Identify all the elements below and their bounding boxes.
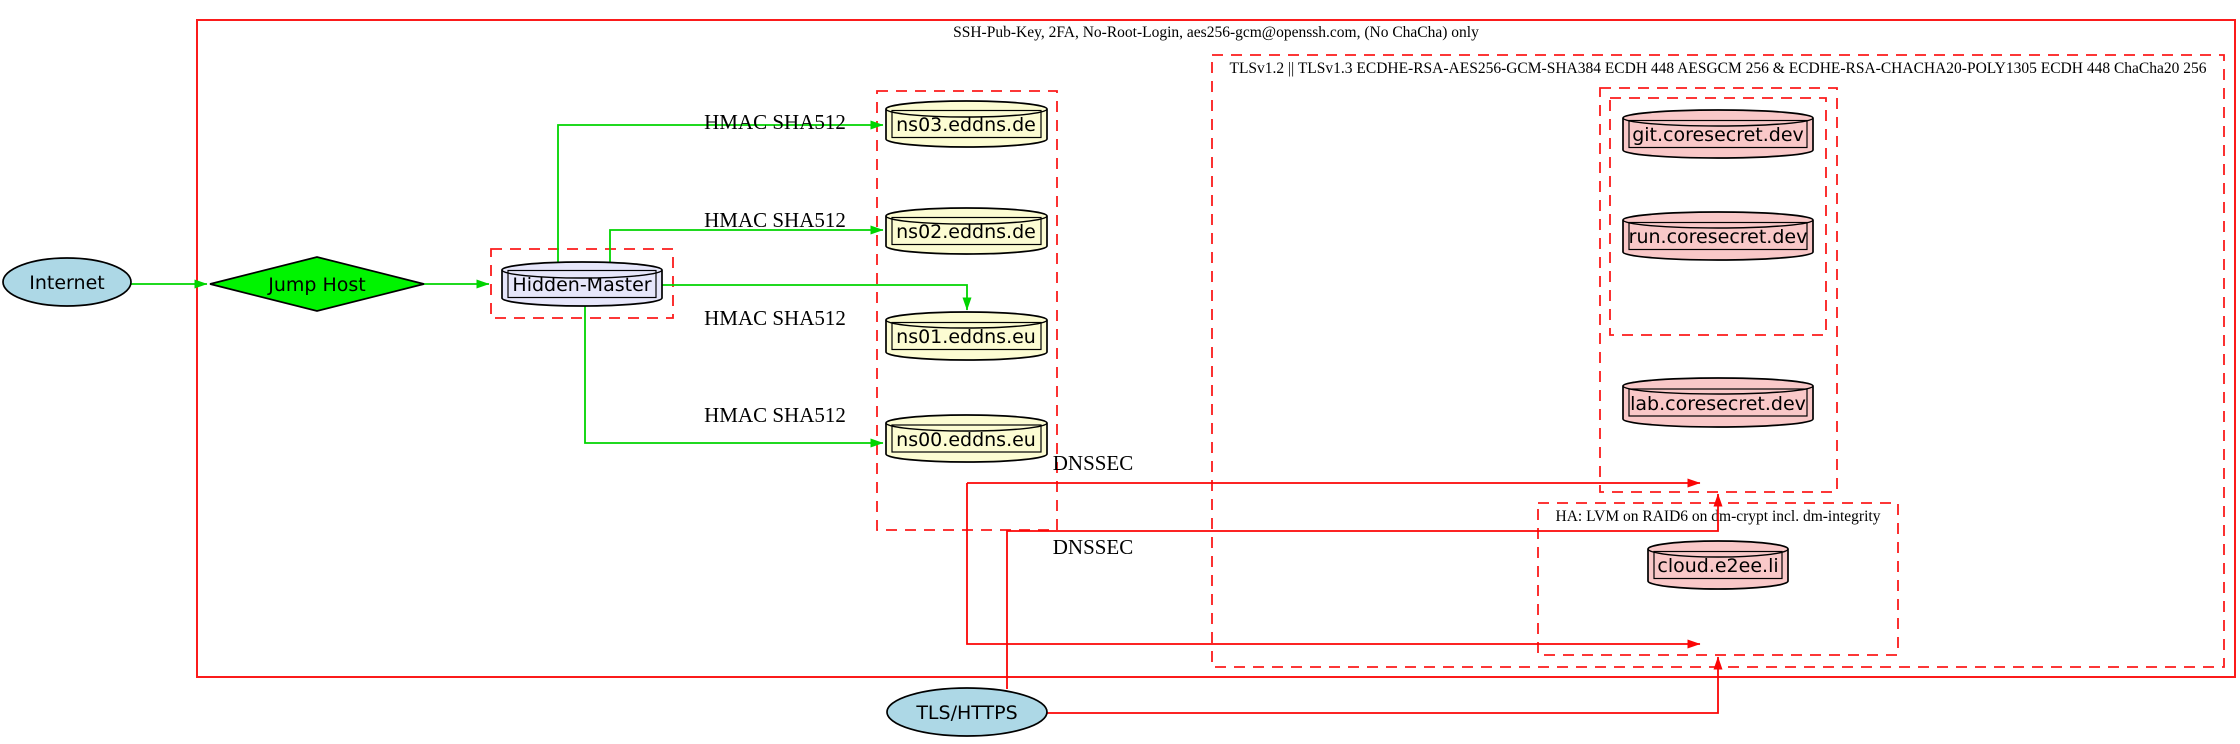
node-cloud-label: cloud.e2ee.li xyxy=(1657,555,1778,577)
hmac-label-ns01: HMAC SHA512 xyxy=(704,306,846,330)
node-tls-https-label: TLS/HTTPS xyxy=(915,702,1017,724)
ssh-cluster-box xyxy=(196,19,2236,678)
hidden-master-cluster-box xyxy=(490,248,674,319)
edge-dnssec-ha xyxy=(966,483,1701,649)
hmac-label-ns03: HMAC SHA512 xyxy=(704,110,846,134)
node-ns01: ns01.eddns.eu xyxy=(885,311,1048,361)
node-tls-https xyxy=(886,687,1048,737)
edge-hiddenmaster-ns03 xyxy=(557,120,884,264)
edge-hiddenmaster-ns02 xyxy=(609,225,884,264)
node-jump-host xyxy=(209,256,425,312)
node-run: run.coresecret.dev xyxy=(1622,211,1814,261)
coresecret-cluster-box xyxy=(1599,87,1838,493)
hmac-label-ns02: HMAC SHA512 xyxy=(704,208,846,232)
node-internet xyxy=(2,257,132,307)
dnssec-label-lower: DNSSEC xyxy=(1053,535,1134,559)
tls-cluster-label: TLSv1.2 || TLSv1.3 ECDHE-RSA-AES256-GCM-… xyxy=(1229,60,2206,77)
node-lab-label: lab.coresecret.dev xyxy=(1630,393,1806,415)
node-hidden-master-label: Hidden-Master xyxy=(512,274,651,296)
node-git: git.coresecret.dev xyxy=(1622,109,1814,159)
hmac-label-ns00: HMAC SHA512 xyxy=(704,403,846,427)
node-ns00-label: ns00.eddns.eu xyxy=(896,429,1036,451)
edge-hiddenmaster-ns01 xyxy=(662,284,972,311)
node-ns02-label: ns02.eddns.de xyxy=(896,221,1036,243)
edge-tls-coresecret xyxy=(1006,493,1723,689)
dnssec-label-upper: DNSSEC xyxy=(1053,451,1134,475)
node-lab: lab.coresecret.dev xyxy=(1622,377,1814,428)
node-jump-host-label: Jump Host xyxy=(267,274,366,296)
node-ns03-label: ns03.eddns.de xyxy=(896,114,1036,136)
edge-hiddenmaster-ns00 xyxy=(584,306,884,448)
dns-cluster-box xyxy=(876,90,1058,531)
ssh-cluster-label: SSH-Pub-Key, 2FA, No-Root-Login, aes256-… xyxy=(953,24,1479,41)
gitrun-cluster-box xyxy=(1609,97,1827,336)
node-ns03: ns03.eddns.de xyxy=(885,100,1048,148)
node-ns02: ns02.eddns.de xyxy=(885,207,1048,255)
node-ns00: ns00.eddns.eu xyxy=(885,414,1048,463)
node-git-label: git.coresecret.dev xyxy=(1632,124,1804,146)
node-cloud: cloud.e2ee.li xyxy=(1647,540,1789,590)
node-ns01-label: ns01.eddns.eu xyxy=(896,326,1036,348)
edge-tls-ha xyxy=(1047,656,1723,714)
node-hidden-master: Hidden-Master xyxy=(501,261,663,307)
node-run-label: run.coresecret.dev xyxy=(1629,226,1808,248)
node-internet-label: Internet xyxy=(29,272,104,294)
